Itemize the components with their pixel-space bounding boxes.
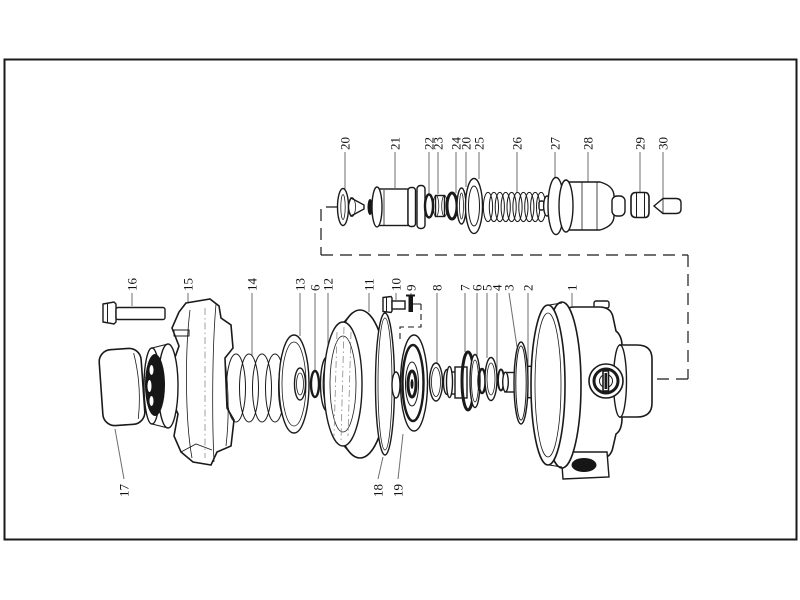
part-19-plate: [391, 334, 429, 432]
part-21-piston: [371, 184, 426, 230]
callout-label: 10: [389, 278, 404, 291]
part-11-diaphragm-drum: [323, 309, 388, 459]
callout-label: 18: [371, 484, 386, 497]
callout-label: 1: [565, 285, 580, 292]
callout-label: 14: [245, 278, 260, 292]
part-20-oring-right: [456, 187, 467, 225]
part-30-pin: [652, 197, 682, 215]
callout-label: 8: [430, 285, 445, 292]
part-13-retainer-disc: [278, 334, 310, 434]
callout-label: 6: [470, 284, 485, 291]
part-8-ring: [428, 362, 444, 402]
part-25-cup: [464, 177, 484, 235]
top-leader-lines: [344, 152, 664, 199]
callout-label: 20: [338, 137, 353, 150]
part-1-valve-body: [530, 300, 653, 480]
callout-label: 20: [459, 137, 474, 150]
lower-labels: 17 18 19: [117, 484, 406, 498]
part-24-cup-seal: [445, 191, 459, 221]
callout-label: 4: [490, 284, 505, 291]
callout-label: 21: [388, 137, 403, 150]
callout-label: 12: [321, 278, 336, 291]
main-labels: 16 15 14 13 6 12 11 10 9 8 7 6 5 4 3 2 1: [125, 278, 580, 292]
callout-label: 7: [458, 284, 473, 291]
callout-label: 9: [404, 285, 419, 292]
callout-label: 23: [431, 137, 446, 150]
callout-label: 13: [293, 278, 308, 291]
callout-label: 11: [362, 278, 377, 291]
callout-label: 3: [502, 285, 517, 292]
part-22-ring: [423, 193, 435, 219]
part-28-end-cap: [558, 179, 626, 233]
callout-label: 22: [422, 137, 437, 150]
callout-label: 6: [308, 284, 323, 291]
part-3-oring: [513, 341, 529, 425]
top-assembly: 20 21 22 23 24 20 25 26 27 28 29 30: [336, 137, 682, 236]
callout-label: 26: [510, 137, 525, 151]
callout-label: 25: [472, 137, 487, 150]
part-20-oring-left: [336, 187, 350, 227]
part-10-bolt: [382, 295, 406, 314]
part-5-cup: [484, 356, 498, 402]
callout-label: 24: [449, 137, 464, 151]
callout-label: 2: [521, 285, 536, 292]
part-7-valve-hub: [442, 350, 481, 412]
part-26-spring: [482, 191, 547, 223]
callout-label: 16: [125, 278, 140, 292]
drawing-border: [3, 58, 798, 541]
part-6-ring-left: [309, 369, 321, 399]
part-9-pin: [399, 294, 422, 343]
dashed-connectors: [320, 206, 689, 380]
part-splined-hub: [145, 354, 165, 416]
part-23-sleeve: [432, 194, 448, 218]
callout-label: 29: [633, 137, 648, 150]
callout-label: 30: [656, 137, 671, 150]
callout-label: 28: [581, 137, 596, 150]
top-labels: 20 21 22 23 24 20 25 26 27 28 29 30: [338, 137, 671, 151]
main-assembly: 16 15 14 13 6 12 11 10 9 8 7 6 5 4 3 2 1…: [98, 278, 653, 498]
part-29-hex-nut: [630, 191, 650, 219]
callout-label: 15: [181, 278, 196, 291]
callout-label: 17: [117, 484, 132, 498]
part-17-boot: [98, 347, 146, 427]
lower-leader-lines: [114, 428, 404, 480]
callout-label: 5: [480, 285, 495, 292]
callout-label: 27: [548, 137, 563, 151]
part-16-bolt: [102, 301, 166, 325]
callout-label: 19: [391, 484, 406, 497]
